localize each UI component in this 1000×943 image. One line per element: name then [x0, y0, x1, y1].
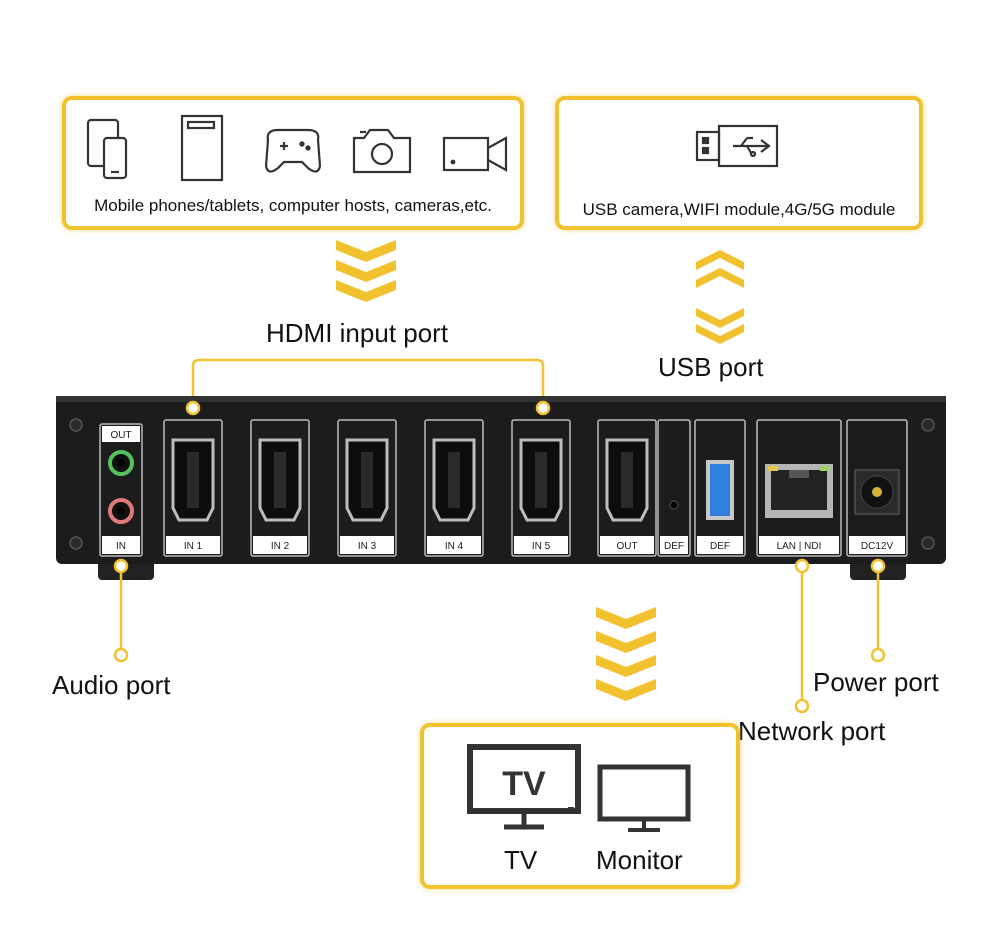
audio-out-label: OUT	[110, 430, 131, 441]
tv-label: TV	[504, 845, 538, 875]
tv-icon: TV	[467, 744, 581, 830]
usb-bidirectional-chevrons-icon	[696, 250, 744, 344]
def-button-label: DEF	[664, 541, 684, 552]
usb-port-label: USB port	[658, 352, 764, 382]
hdmi-in4-label: IN 4	[445, 541, 464, 552]
hdmi-in3-port: IN 3	[337, 419, 397, 557]
chassis-screws	[69, 418, 935, 550]
audio-port-label: Audio port	[52, 670, 171, 700]
hdmi-in2-label: IN 2	[271, 541, 290, 552]
audio-port-panel: OUT IN	[99, 423, 143, 557]
hdmi-input-port-label: HDMI input port	[266, 318, 449, 348]
gamepad-icon	[264, 128, 322, 173]
source-devices-text: Mobile phones/tablets, computer hosts, c…	[94, 196, 492, 215]
source-icons	[86, 114, 508, 182]
usb-peripherals-box: USB camera,WIFI module,4G/5G module	[555, 96, 923, 230]
monitor-icon	[597, 764, 691, 832]
hdmi-ports: IN 1 IN 2 IN 3 IN 4 IN 5 OUT	[163, 419, 657, 557]
power-port-callout	[870, 558, 886, 663]
network-port-callout	[794, 558, 810, 714]
power-port-label: Power port	[813, 667, 939, 697]
hdmi-in5-label: IN 5	[532, 541, 551, 552]
hdmi-in2-port: IN 2	[250, 419, 310, 557]
lan-port-panel: LAN | NDI	[756, 419, 842, 557]
source-devices-box: Mobile phones/tablets, computer hosts, c…	[62, 96, 524, 230]
hdmi-in1-label: IN 1	[184, 541, 203, 552]
dc-power-panel: DC12V	[846, 419, 908, 557]
power-pin	[872, 487, 882, 497]
tv-icon-text: TV	[502, 765, 546, 803]
audio-in-label: IN	[116, 541, 126, 552]
computer-host-icon	[180, 114, 224, 182]
output-down-chevrons-icon	[596, 607, 656, 701]
hdmi-in5-connector-dot	[535, 400, 551, 416]
output-devices-box: TV TV Monitor	[420, 723, 740, 889]
output-icons: TV	[467, 744, 691, 832]
def-button-panel: DEF	[657, 419, 691, 557]
lan-ndi-label: LAN | NDI	[777, 541, 822, 552]
monitor-label: Monitor	[596, 845, 683, 875]
usb-3-port	[710, 464, 730, 516]
hdmi-bracket-connector	[191, 358, 545, 404]
hdmi-down-chevrons-icon	[336, 240, 396, 302]
video-camera-icon	[442, 136, 508, 172]
network-port-label: Network port	[738, 716, 886, 746]
hdmi-in5-port: IN 5	[511, 419, 571, 557]
usb-port-label-text: DEF	[710, 541, 730, 552]
camera-icon	[352, 128, 412, 174]
tablet-phone-icon	[86, 118, 128, 180]
hdmi-in1-connector-dot	[185, 400, 201, 416]
hdmi-in1-port: IN 1	[163, 419, 223, 557]
hdmi-out-label: OUT	[616, 541, 637, 552]
hdmi-in4-port: IN 4	[424, 419, 484, 557]
usb-peripherals-text: USB camera,WIFI module,4G/5G module	[582, 200, 896, 219]
usb-stick-icon	[695, 124, 779, 168]
hdmi-out-port: OUT	[597, 419, 657, 557]
def-reset-button	[669, 500, 679, 510]
hdmi-in3-label: IN 3	[358, 541, 377, 552]
device-chassis	[56, 396, 946, 564]
usb-port-panel: DEF	[694, 419, 746, 557]
dc12v-label: DC12V	[861, 541, 894, 552]
audio-port-callout	[113, 558, 129, 663]
